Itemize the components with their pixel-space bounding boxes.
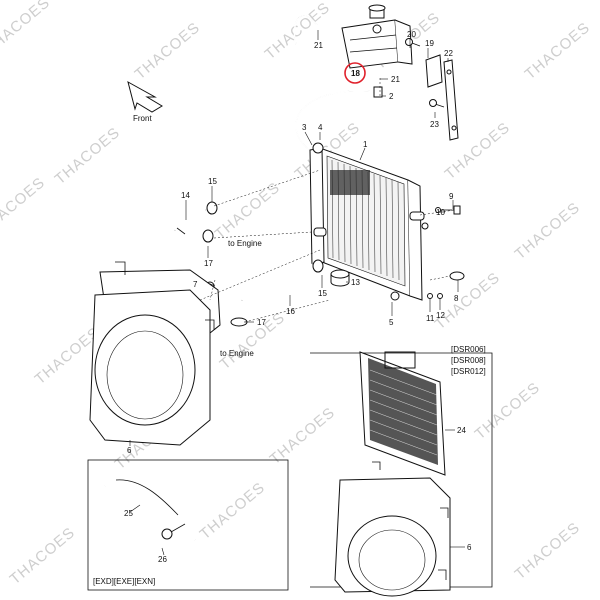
leader-lines xyxy=(199,78,456,323)
watermark: THACOES xyxy=(432,269,504,333)
callout-6[interactable]: 6 xyxy=(467,543,472,552)
watermark: THACOES xyxy=(197,479,269,543)
watermark: THACOES xyxy=(52,124,124,188)
callout-11[interactable]: 11 xyxy=(426,314,435,323)
callout-15[interactable]: 15 xyxy=(208,177,217,186)
model-label: [DSR012] xyxy=(451,367,486,376)
to-engine-label: to Engine xyxy=(228,239,262,248)
tank-bracket xyxy=(405,38,459,141)
callout-14[interactable]: 14 xyxy=(181,191,190,200)
watermark: THACOES xyxy=(7,524,79,588)
callout-5[interactable]: 5 xyxy=(389,318,394,327)
lower-hose xyxy=(230,259,324,327)
callout-17[interactable]: 17 xyxy=(204,259,213,268)
callout-7[interactable]: 7 xyxy=(193,280,198,289)
callout-23[interactable]: 23 xyxy=(430,120,439,129)
callout-26[interactable]: 26 xyxy=(158,555,167,564)
callout-6[interactable]: 6 xyxy=(127,446,132,455)
watermark: THACOES xyxy=(0,174,48,238)
callout-22[interactable]: 22 xyxy=(444,49,453,58)
model-label: [DSR006] xyxy=(451,345,486,354)
inset-panel-exd: [EXD][EXE][EXN] xyxy=(87,459,289,591)
watermark: THACOES xyxy=(522,19,594,83)
callout-13[interactable]: 13 xyxy=(351,278,360,287)
callout-9[interactable]: 9 xyxy=(449,192,454,201)
upper-hose xyxy=(171,201,218,243)
direction-label: Front xyxy=(133,114,152,123)
arrow-front-icon: Front xyxy=(127,80,163,123)
watermark: THACOES xyxy=(212,179,284,243)
model-label: [EXD][EXE][EXN] xyxy=(93,577,155,586)
callout-2[interactable]: 2 xyxy=(389,92,394,101)
callout-19[interactable]: 19 xyxy=(425,39,434,48)
watermark: THACOES xyxy=(512,199,584,263)
callout-10[interactable]: 10 xyxy=(436,208,445,217)
watermark: THACOES xyxy=(262,0,334,63)
callout-17[interactable]: 17 xyxy=(257,318,266,327)
highlight-circle xyxy=(344,62,366,84)
watermark: THACOES xyxy=(132,19,204,83)
callout-8[interactable]: 8 xyxy=(454,294,459,303)
model-label: [DSR008] xyxy=(451,356,486,365)
to-engine-label: to Engine xyxy=(220,349,254,358)
callout-leaders xyxy=(129,30,465,556)
callout-25[interactable]: 25 xyxy=(124,509,133,518)
inset-panel-dsr: [DSR006] [DSR008] [DSR012] xyxy=(310,345,493,597)
callout-18[interactable]: 18 xyxy=(351,69,360,78)
callout-20[interactable]: 20 xyxy=(407,30,416,39)
reservoir-tank xyxy=(341,4,413,69)
watermark-layer: THACOES THACOES THACOES THACOES THACOES … xyxy=(0,0,593,593)
watermark: THACOES xyxy=(267,404,339,468)
callout-3[interactable]: 3 xyxy=(302,123,307,132)
watermark: THACOES xyxy=(0,0,53,58)
callout-21[interactable]: 21 xyxy=(314,41,323,50)
watermark: THACOES xyxy=(512,519,584,583)
callouts: 18 21 21 2 20 19 22 23 3 4 1 15 14 17 to… xyxy=(124,30,472,564)
radiator xyxy=(309,142,429,301)
watermark: THACOES xyxy=(472,379,544,443)
callout-1[interactable]: 1 xyxy=(363,140,368,149)
watermark: THACOES xyxy=(217,309,289,373)
callout-4[interactable]: 4 xyxy=(318,123,323,132)
callout-21[interactable]: 21 xyxy=(391,75,400,84)
fan-shroud xyxy=(89,261,221,446)
callout-15[interactable]: 15 xyxy=(318,289,327,298)
callout-12[interactable]: 12 xyxy=(436,311,445,320)
callout-16[interactable]: 16 xyxy=(286,307,295,316)
callout-24[interactable]: 24 xyxy=(457,426,466,435)
